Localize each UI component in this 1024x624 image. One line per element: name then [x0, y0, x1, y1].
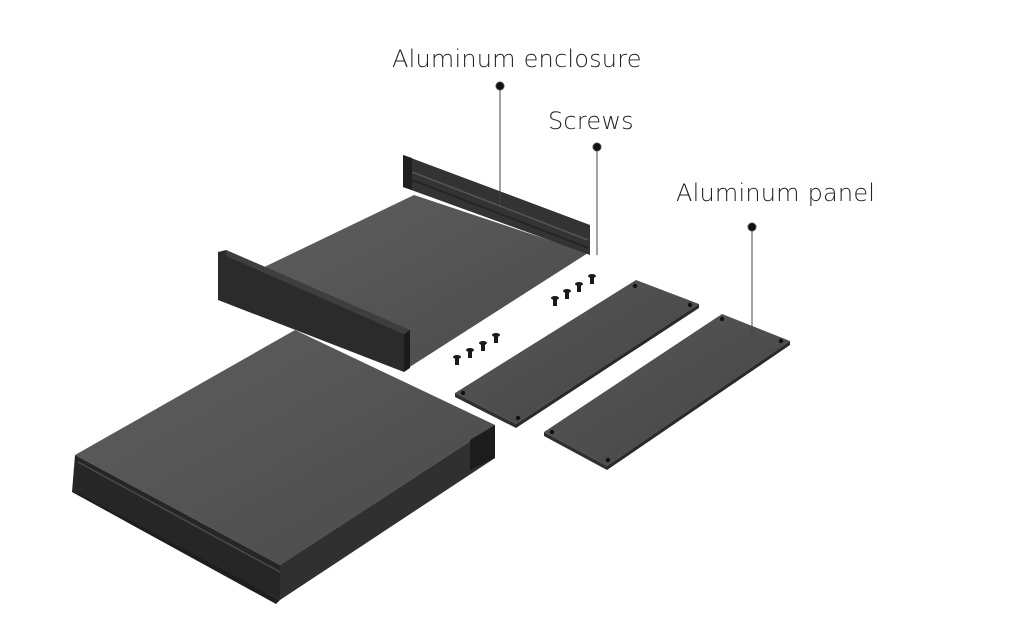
enclosure-label: Aluminum enclosure [392, 45, 642, 73]
panel-label: Aluminum panel [676, 179, 876, 207]
aluminum-panel-front [455, 280, 699, 428]
leader-lines [495, 81, 757, 340]
screws-upper-set [551, 274, 596, 306]
aluminum-panel-back [544, 314, 790, 470]
enclosure-callout-dot [495, 81, 505, 91]
screws-lower-set [453, 333, 500, 365]
panel-callout-dot [747, 222, 757, 232]
screws-label: Screws [548, 107, 634, 135]
enclosure-upper-half [218, 155, 590, 372]
enclosure-lower-half [72, 330, 495, 604]
screws-callout-dot [592, 142, 602, 152]
